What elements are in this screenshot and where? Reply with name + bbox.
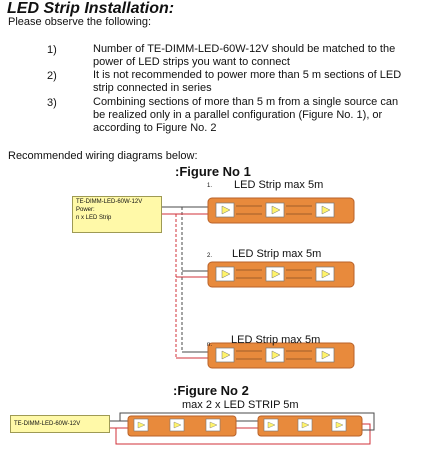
item-text: Combining sections of more than 5 m from…: [93, 96, 425, 135]
item-number: 2): [47, 70, 57, 82]
led-chip-icon: [205, 418, 221, 432]
item-text: It is not recommended to power more than…: [93, 69, 425, 95]
led-chip-icon: [297, 418, 313, 432]
led-strip-2: [207, 261, 355, 288]
item-text: Number of TE-DIMM-LED-60W-12V should be …: [93, 43, 425, 69]
item-line: according to Figure No. 2: [93, 122, 217, 134]
item-line: Combining sections of more than 5 m from…: [93, 96, 399, 108]
strip-number: 1.: [207, 183, 213, 189]
led-chip-icon: [265, 266, 285, 282]
led-chip-icon: [263, 418, 279, 432]
psu-model: TE-DIMM-LED-60W-12V: [76, 199, 143, 205]
strip-label: LED Strip max 5m: [231, 334, 321, 346]
item-line: It is not recommended to power more than…: [93, 69, 402, 81]
led-chip-icon: [331, 418, 347, 432]
item-line: be realized only in a parallel configura…: [93, 109, 383, 121]
led-chip-icon: [169, 418, 185, 432]
strip-number: 2.: [207, 253, 213, 259]
led-chip-icon: [315, 202, 335, 218]
strip-label: LED Strip max 5m: [232, 248, 322, 260]
figure2-title: :Figure No 2: [173, 383, 249, 398]
led-chip-icon: [133, 418, 149, 432]
psu-power-label: Power:: [76, 207, 95, 213]
item-number: 3): [47, 97, 57, 109]
figure2-wires: [110, 412, 375, 445]
power-supply-box: TE-DIMM-LED-60W-12V Power: n x LED Strip: [72, 196, 162, 233]
led-chip-icon: [315, 266, 335, 282]
led-chip-icon: [215, 266, 235, 282]
led-strip-fig2-b: [257, 415, 363, 437]
psu-model: TE-DIMM-LED-60W-12V: [14, 421, 81, 427]
led-strip-fig2-a: [127, 415, 237, 437]
page-title: LED Strip Installation:: [7, 0, 175, 17]
figure1-wires: [162, 206, 208, 359]
item-line: strip connected in series: [93, 82, 212, 94]
intro-text: Please observe the following:: [8, 16, 152, 28]
strip-number: n.: [207, 342, 213, 348]
led-chip-icon: [265, 202, 285, 218]
item-number: 1): [47, 44, 57, 56]
led-chip-icon: [215, 202, 235, 218]
power-supply-box-fig2: TE-DIMM-LED-60W-12V: [10, 415, 110, 433]
psu-power-value: n x LED Strip: [76, 215, 112, 221]
item-line: power of LED strips you want to connect: [93, 56, 290, 68]
item-line: Number of TE-DIMM-LED-60W-12V should be …: [93, 43, 396, 55]
wire: [119, 412, 375, 431]
strip-label: LED Strip max 5m: [234, 179, 324, 191]
recommend-text: Recommended wiring diagrams below:: [8, 150, 198, 162]
led-chip-icon: [315, 347, 335, 363]
led-strip-n: [207, 342, 355, 369]
led-chip-icon: [265, 347, 285, 363]
figure2-strip-label: max 2 x LED STRIP 5m: [182, 399, 299, 411]
led-chip-icon: [215, 347, 235, 363]
led-strip-1: [207, 197, 355, 224]
figure1-title: :Figure No 1: [175, 164, 251, 179]
wire: [115, 423, 371, 445]
